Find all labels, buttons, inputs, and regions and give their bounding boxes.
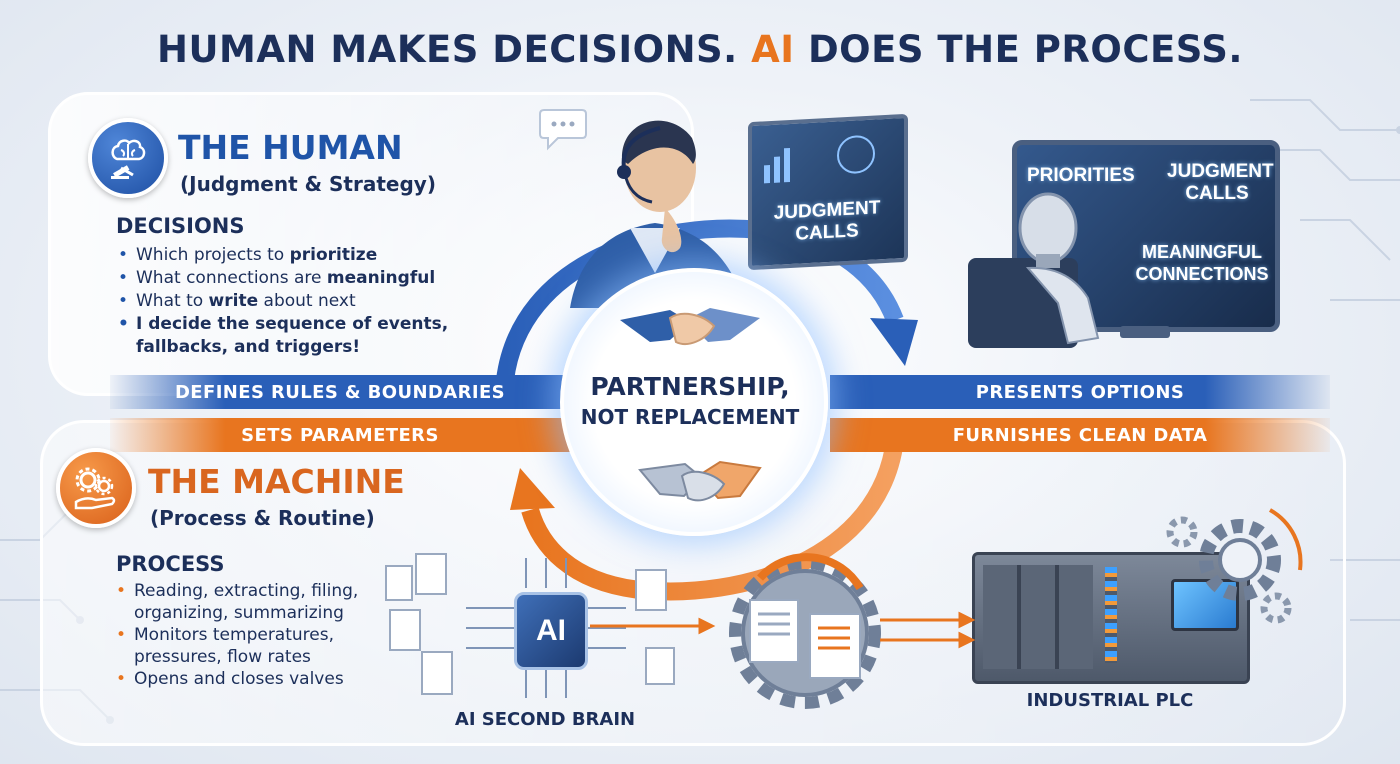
judgment-calls-screen-text: JUDGMENT CALLS <box>773 197 881 245</box>
list-item: Opens and closes valves <box>114 668 364 690</box>
machine-subtitle: (Process & Routine) <box>150 506 375 530</box>
handshake-icon <box>620 308 760 345</box>
band-defines-rules: DEFINES RULES & BOUNDARIES <box>110 375 570 409</box>
gears-icon <box>1166 508 1303 624</box>
partnership-line1: PARTNERSHIP, <box>590 372 790 401</box>
partnership-line2: NOT REPLACEMENT <box>580 405 800 429</box>
main-title: HUMAN MAKES DECISIONS. AI DOES THE PROCE… <box>0 28 1400 71</box>
flow-arrows <box>590 611 976 649</box>
gears-hand-icon <box>56 448 136 528</box>
orange-arrowhead <box>510 468 555 510</box>
robot-handshake-icon <box>638 460 762 502</box>
list-item: What to write about next <box>116 290 476 313</box>
title-part1: HUMAN MAKES DECISIONS. <box>157 28 738 71</box>
meaningful-connections-text: MEANINGFUL CONNECTIONS <box>1135 242 1269 284</box>
blue-arc-arrow <box>496 219 904 382</box>
chat-bubble-icon <box>539 109 587 151</box>
title-ai: AI <box>751 28 795 71</box>
ai-chip: AI <box>514 592 588 670</box>
blue-arrowhead <box>870 318 918 366</box>
industrial-plc-label: INDUSTRIAL PLC <box>1026 690 1194 711</box>
judgment-monitor: JUDGMENT CALLS <box>748 113 908 271</box>
robot-illustration <box>968 192 1100 348</box>
band-sets-parameters: SETS PARAMETERS <box>110 418 570 452</box>
ai-chip-label: AI <box>536 614 566 647</box>
list-item: What connections are meaningful <box>116 267 476 290</box>
list-item: Monitors temperatures, pressures, flow r… <box>114 624 364 668</box>
plc-status-lights <box>1105 567 1117 663</box>
priorities-screen-text: PRIORITIES <box>1027 165 1135 186</box>
band-furnishes-data: FURNISHES CLEAN DATA <box>830 418 1330 452</box>
human-title: THE HUMAN <box>178 128 403 167</box>
monitor-stand <box>1120 326 1170 338</box>
process-list: Reading, extracting, filing, organizing,… <box>114 580 364 690</box>
industrial-plc <box>972 552 1250 684</box>
human-figure-illustration <box>570 120 745 308</box>
judgment-calls-right-text: JUDGMENT CALLS <box>1167 161 1274 204</box>
decisions-list: Which projects to prioritize What connec… <box>116 244 476 359</box>
process-heading: PROCESS <box>116 552 225 576</box>
title-part2: DOES THE PROCESS. <box>807 28 1243 71</box>
band-presents-options: PRESENTS OPTIONS <box>830 375 1330 409</box>
plc-modules <box>983 565 1093 669</box>
machine-title: THE MACHINE <box>148 462 405 501</box>
ai-network-illustration <box>385 553 675 698</box>
brain-gavel-icon <box>88 118 168 198</box>
list-item: Reading, extracting, filing, organizing,… <box>114 580 364 624</box>
partnership-label: PARTNERSHIP, NOT REPLACEMENT <box>560 372 820 432</box>
gear-documents-illustration <box>729 553 881 709</box>
ai-second-brain-label: AI SECOND BRAIN <box>454 709 636 730</box>
human-subtitle: (Judgment & Strategy) <box>180 172 436 196</box>
decisions-heading: DECISIONS <box>116 214 245 238</box>
orange-arc-arrow <box>521 438 904 601</box>
monitor-chart-icon <box>764 135 875 184</box>
list-item: Which projects to prioritize <box>116 244 476 267</box>
list-item: I decide the sequence of events, fallbac… <box>116 313 476 359</box>
